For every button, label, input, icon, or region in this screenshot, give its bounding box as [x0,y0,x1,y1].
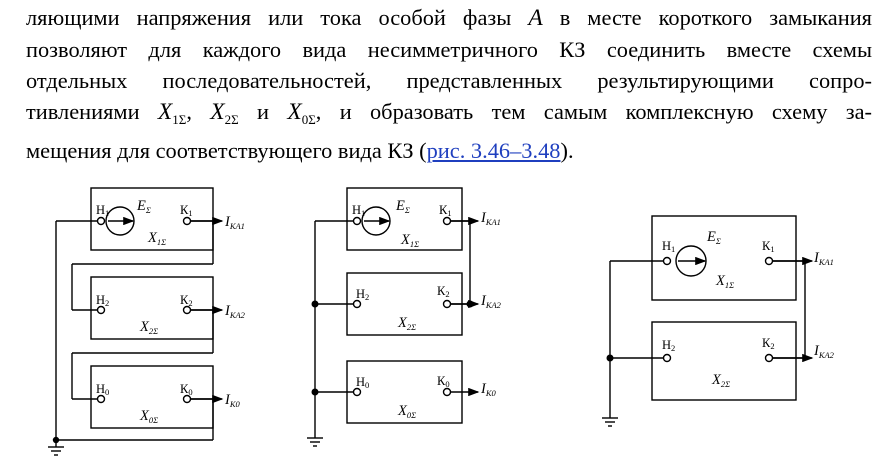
svg-text:Н0: Н0 [96,382,109,397]
svg-text:X0Σ: X0Σ [139,408,158,425]
paragraph-line-3: отдельных последовательностей, представл… [26,68,872,93]
svg-text:К0: К0 [437,374,450,389]
svg-text:Н1: Н1 [352,203,365,218]
circuit-diagram-2-labels: Н1 EΣ К1 X1Σ Н2 К2 X2Σ Н0 К0 X0Σ IКА1 IК… [352,198,502,420]
svg-text:Н2: Н2 [96,293,109,308]
circuit-diagram-1-labels: Н1 EΣ К1 X1Σ Н2 К2 X2Σ Н0 К0 X0Σ IКА1 IК… [96,198,246,425]
svg-text:X2Σ: X2Σ [397,315,416,332]
svg-text:Н1: Н1 [662,239,675,254]
svg-text:X2Σ: X2Σ [711,372,730,389]
svg-text:X1Σ: X1Σ [147,230,166,247]
svg-text:IКА2: IКА2 [224,303,246,320]
svg-text:Н0: Н0 [356,375,369,390]
svg-text:EΣ: EΣ [395,198,410,215]
svg-text:Н2: Н2 [662,338,675,353]
sequence-box-1 [346,187,463,251]
circuit-diagram-3-labels: Н1 EΣ К1 X1Σ Н2 К2 X2Σ IКА1 IКА2 [662,229,835,389]
svg-text:IКА1: IКА1 [224,214,245,231]
svg-text:Н1: Н1 [96,203,109,218]
circuit-diagram-2 [307,187,480,447]
svg-text:IКА2: IКА2 [813,343,835,360]
svg-text:К2: К2 [180,293,193,308]
paragraph-line-2: позволяют для каждого вида несимметрично… [26,37,872,62]
paragraph-line-4: тивлениями X1Σ, X2Σ и X0Σ, и образовать … [26,99,872,127]
svg-text:IКА1: IКА1 [813,250,834,267]
circuit-diagram-1 [48,187,224,456]
svg-text:X0Σ: X0Σ [397,403,416,420]
svg-text:Н2: Н2 [356,287,369,302]
x1-symbol: X1Σ [157,99,187,127]
circuit-diagram-3 [602,215,814,427]
x2-symbol: X2Σ [210,99,239,127]
svg-text:X1Σ: X1Σ [715,273,734,290]
paragraph-line-5: мещения для соответствующего вида КЗ (ри… [26,138,574,163]
svg-text:IКА1: IКА1 [480,210,501,227]
svg-text:EΣ: EΣ [136,198,151,215]
svg-text:EΣ: EΣ [706,229,721,246]
svg-text:К1: К1 [439,203,452,218]
x0-symbol: X0Σ [287,99,316,127]
svg-text:IК0: IК0 [480,381,496,398]
phase-variable: A [528,5,543,31]
svg-text:К1: К1 [762,239,775,254]
body-paragraph: ляющими напряжения или тока особой фазы … [26,2,872,166]
svg-text:К2: К2 [762,336,775,351]
svg-text:X2Σ: X2Σ [139,319,158,336]
figure-reference-link[interactable]: рис. 3.46–3.48 [426,138,561,163]
svg-text:IК0: IК0 [224,392,240,409]
svg-text:К2: К2 [437,284,450,299]
svg-text:X1Σ: X1Σ [400,232,419,249]
sequence-box-1 [651,215,797,301]
paragraph-line-1: ляющими напряжения или тока особой фазы … [26,5,872,31]
sequence-box-2 [651,321,797,401]
svg-text:К0: К0 [180,382,193,397]
svg-text:К1: К1 [180,203,193,218]
svg-text:IКА2: IКА2 [480,293,502,310]
